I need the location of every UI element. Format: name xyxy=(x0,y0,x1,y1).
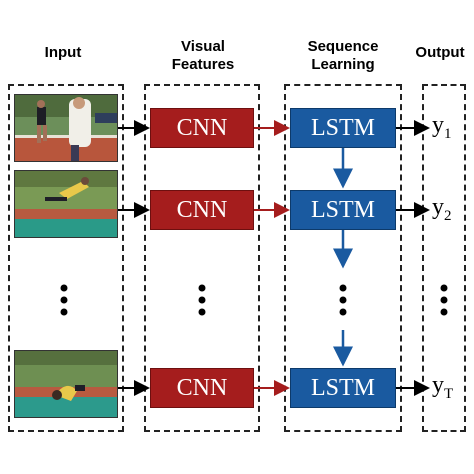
output-label-1: y1 xyxy=(432,112,452,143)
cnn-ellipsis-dot xyxy=(198,296,206,304)
output-ellipsis-dot xyxy=(440,308,448,316)
input-frame-2 xyxy=(14,170,118,238)
output-label-2: y2 xyxy=(432,194,452,225)
output-base: y xyxy=(432,372,444,398)
header-sequence-learning: Sequence Learning xyxy=(307,38,379,73)
header-output: Output xyxy=(415,44,465,61)
output-subscript: T xyxy=(444,385,454,402)
output-ellipsis-dot xyxy=(440,296,448,304)
cnn-box-3: CNN xyxy=(150,368,254,408)
header-visual-features: Visual Features xyxy=(171,38,235,73)
input-frame-1 xyxy=(14,94,118,162)
cnn-ellipsis-dot xyxy=(198,308,206,316)
output-base: y xyxy=(432,194,444,220)
cnn-box-2: CNN xyxy=(150,190,254,230)
output-subscript: 1 xyxy=(444,125,452,142)
output-base: y xyxy=(432,112,444,138)
cnn-ellipsis-dot xyxy=(198,284,206,292)
lstm-box-3: LSTM xyxy=(290,368,396,408)
output-label-3: yT xyxy=(432,372,453,403)
input-ellipsis-dot xyxy=(60,284,68,292)
lstm-ellipsis-dot xyxy=(339,284,347,292)
visual-features-column-box xyxy=(144,84,260,432)
input-frame-3 xyxy=(14,350,118,418)
output-ellipsis-dot xyxy=(440,284,448,292)
input-ellipsis-dot xyxy=(60,308,68,316)
cnn-box-1: CNN xyxy=(150,108,254,148)
output-column-box xyxy=(422,84,466,432)
sequence-learning-column-box xyxy=(284,84,402,432)
lstm-ellipsis-dot xyxy=(339,308,347,316)
header-input: Input xyxy=(44,44,82,61)
input-ellipsis-dot xyxy=(60,296,68,304)
lstm-ellipsis-dot xyxy=(339,296,347,304)
lstm-box-1: LSTM xyxy=(290,108,396,148)
input-column-box xyxy=(8,84,124,432)
lstm-box-2: LSTM xyxy=(290,190,396,230)
output-subscript: 2 xyxy=(444,207,452,224)
